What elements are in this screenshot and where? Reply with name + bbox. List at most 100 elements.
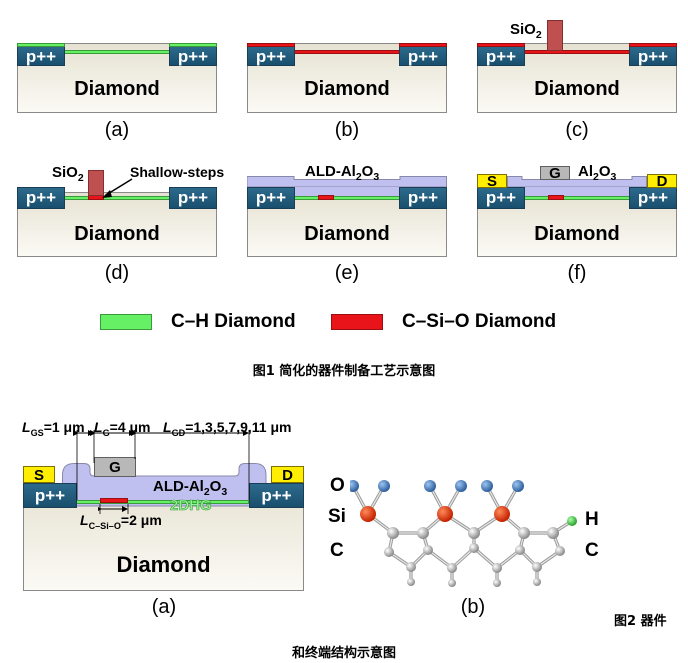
pplus-left: p++ (23, 483, 77, 508)
atom-c (417, 527, 429, 539)
atom-c (532, 562, 542, 572)
atom-c (515, 545, 525, 555)
dim-lcsio-label: LC–Si–O=2 μm (80, 512, 162, 531)
panel-d: p++ p++ Diamond (17, 170, 217, 257)
ch-layer (63, 50, 171, 54)
atom-o (424, 480, 436, 492)
atom-c (406, 562, 416, 572)
pplus-right: p++ (169, 187, 217, 209)
atom-o (481, 480, 493, 492)
dim-lgs-label: LGS=1 μm (22, 419, 85, 438)
pplus-left: p++ (17, 46, 65, 66)
panel-b: p++ p++ Diamond (247, 43, 447, 113)
channel-label-2dhg: 2DHG (170, 497, 212, 515)
dim-lg-label: LG=4 μm (94, 419, 151, 438)
sio2-label: SiO2 (52, 164, 84, 184)
atom-c (407, 578, 415, 586)
atom-c (555, 546, 565, 556)
figure2-title-part2: 和终端结构示意图 (291, 646, 396, 661)
panel-caption-c: (c) (565, 119, 589, 141)
atom-o (455, 480, 467, 492)
pplus-left: p++ (247, 46, 295, 66)
atom-h (567, 516, 577, 526)
atom-si (360, 506, 376, 522)
csio-layer-left-cap (247, 43, 295, 47)
sio2-mask (88, 170, 104, 196)
molecule-label-c-right: C (585, 540, 599, 561)
molecule-label-si: Si (328, 506, 346, 527)
shallow-steps-label: Shallow-steps (130, 164, 225, 180)
pplus-right: p++ (629, 187, 677, 209)
molecule-label-h: H (585, 509, 599, 530)
ch-layer (523, 196, 631, 200)
atom-c (533, 578, 541, 586)
atom-c (387, 527, 399, 539)
pplus-left: p++ (477, 187, 525, 209)
csio-layer-right-cap (629, 43, 677, 47)
atom-c (447, 563, 457, 573)
csio-layer (523, 50, 631, 54)
atom-c (492, 563, 502, 573)
csio-region (100, 498, 128, 503)
drain-contact: D (271, 466, 304, 484)
pplus-left: p++ (477, 46, 525, 66)
substrate-label: Diamond (534, 223, 620, 245)
csio-layer-left-cap (477, 43, 525, 47)
legend-label-csio: C–Si–O Diamond (402, 311, 557, 332)
panel-caption-a: (a) (104, 119, 130, 141)
atom-c (384, 547, 394, 557)
sio2-mask (547, 20, 563, 51)
panel-caption-d: (d) (104, 262, 130, 284)
atom-o (378, 480, 390, 492)
panel-a: p++ p++ Diamond (17, 43, 217, 113)
fig2-caption-b: (b) (460, 596, 486, 618)
dimension-arrows-icon (73, 430, 250, 500)
figure2-title-part1: 图2 器件 (614, 614, 667, 629)
pplus-right: p++ (629, 46, 677, 66)
panel-f: p++ p++ S D G Diamond (477, 166, 677, 257)
atom-c (518, 527, 530, 539)
oxide-label: ALD-Al2O3 (305, 163, 380, 183)
pplus-right: p++ (249, 483, 304, 508)
pplus-left: p++ (247, 187, 295, 209)
substrate-label: Diamond (304, 223, 390, 245)
legend-label-ch: C–H Diamond (171, 311, 296, 332)
ch-layer (293, 196, 401, 200)
oxide-label: ALD-Al2O3 (153, 478, 228, 498)
oxide-layer (507, 176, 647, 196)
csio-region (318, 195, 334, 200)
atom-c (469, 543, 479, 553)
csio-layer (293, 50, 401, 54)
csio-region (548, 195, 564, 200)
substrate-label: Diamond (304, 78, 390, 100)
dim-lgd-label: LGD=1,3,5,7,9,11 μm (163, 419, 292, 438)
atom-c (448, 579, 456, 587)
atom-c (493, 579, 501, 587)
panel-e: p++ p++ Diamond (247, 176, 447, 257)
atom-si (494, 506, 510, 522)
figure1-title: 图1 简化的器件制备工艺示意图 (252, 364, 436, 379)
atom-c (423, 545, 433, 555)
source-contact: S (23, 466, 55, 484)
panel-caption-e: (e) (334, 262, 360, 284)
sio2-label: SiO2 (510, 21, 542, 41)
gate-electrode: G (540, 166, 570, 181)
csio-layer-right-cap (399, 43, 447, 47)
panel-caption-f: (f) (567, 262, 587, 284)
atom-c (547, 527, 559, 539)
panel-c: p++ p++ Diamond (477, 20, 677, 113)
panel-caption-b: (b) (334, 119, 360, 141)
fig2-caption-a: (a) (151, 596, 177, 618)
legend-swatch-csio (331, 314, 383, 330)
drain-contact: D (647, 174, 677, 189)
substrate-label: Diamond (116, 552, 211, 577)
oxide-label: Al2O3 (578, 163, 617, 183)
shallow-steps-arrow-icon (102, 178, 133, 198)
atom-c (468, 527, 480, 539)
ch-layer-left-cap (17, 43, 65, 47)
pplus-right: p++ (399, 46, 447, 66)
pplus-right: p++ (169, 46, 217, 66)
gate-electrode: G (94, 457, 136, 477)
atom-o (350, 480, 359, 492)
bond (473, 547, 498, 569)
